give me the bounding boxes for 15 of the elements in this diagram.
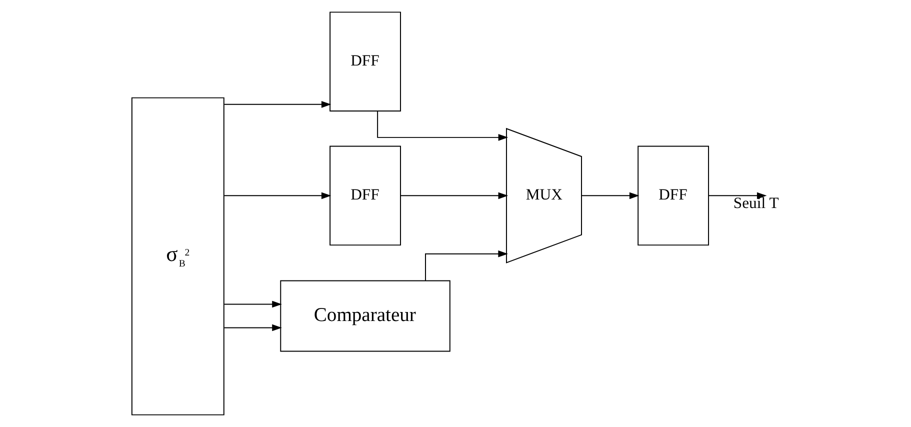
node-box: DFF: [330, 12, 401, 112]
arrow: [377, 110, 508, 141]
arrow: [425, 250, 508, 282]
arrow: [224, 300, 282, 308]
arrow: [224, 100, 332, 108]
node-box: DFF: [638, 146, 710, 246]
arrow: [580, 192, 640, 200]
arrow: [224, 324, 282, 332]
arrow: [708, 192, 767, 200]
node-box: DFF: [330, 146, 401, 246]
arrow: [224, 192, 332, 200]
node-box: MUX: [506, 128, 582, 264]
edge-label: Seuil T: [733, 195, 779, 212]
node-box: Comparateur: [280, 280, 450, 352]
arrow: [400, 192, 508, 200]
